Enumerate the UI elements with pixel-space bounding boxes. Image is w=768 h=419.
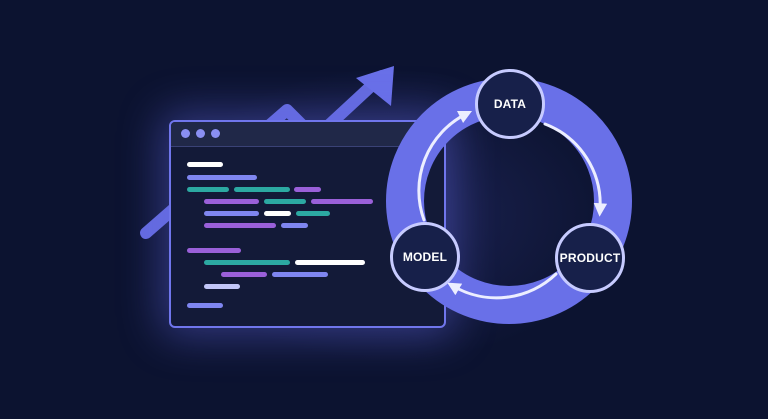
code-line (204, 223, 276, 228)
code-line (187, 162, 223, 167)
code-line (204, 284, 240, 289)
code-line (187, 303, 223, 308)
code-line (294, 187, 321, 192)
node-model-label: MODEL (402, 250, 448, 264)
node-data: DATA (475, 69, 545, 139)
window-control-dot (211, 129, 220, 138)
arrow-model-to-data (417, 110, 473, 222)
code-line (311, 199, 373, 204)
code-line (281, 223, 308, 228)
window-control-dot (196, 129, 205, 138)
code-line (295, 260, 365, 265)
node-model: MODEL (390, 222, 460, 292)
code-line (264, 199, 306, 204)
code-line (204, 211, 259, 216)
code-line (296, 211, 330, 216)
node-product-label: PRODUCT (559, 251, 621, 265)
code-line (221, 272, 267, 277)
code-line (187, 175, 257, 180)
code-line (264, 211, 291, 216)
node-data-label: DATA (493, 97, 527, 111)
code-line (234, 187, 290, 192)
code-line (204, 260, 290, 265)
code-line (187, 248, 241, 253)
window-titlebar (171, 122, 444, 147)
arrow-product-to-model (447, 272, 558, 300)
arrow-data-to-product (543, 122, 608, 217)
code-line (204, 199, 259, 204)
code-line (187, 187, 229, 192)
node-product: PRODUCT (555, 223, 625, 293)
window-control-dot (181, 129, 190, 138)
code-line (272, 272, 328, 277)
